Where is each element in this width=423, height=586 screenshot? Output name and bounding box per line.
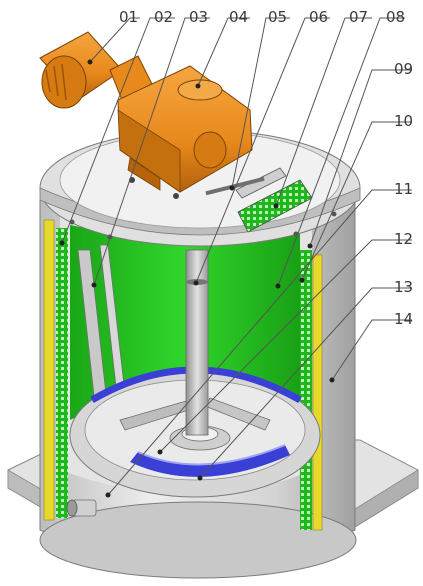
callout-12: 12 [394,230,413,248]
callout-02: 02 [154,8,173,26]
callout-07: 07 [349,8,368,26]
callout-05: 05 [268,8,287,26]
callout-11: 11 [394,180,413,198]
leader-lines [61,17,412,496]
callout-09: 09 [394,60,413,78]
leader-dots [59,59,335,498]
callout-01: 01 [119,8,138,26]
gear-motor [39,31,253,199]
callout-13: 13 [394,278,413,296]
callout-labels: 01 02 03 04 05 06 07 08 09 10 11 12 13 1… [119,8,413,328]
callout-06: 06 [309,8,328,26]
callout-08: 08 [386,8,405,26]
callout-04: 04 [229,8,248,26]
callout-14: 14 [394,310,413,328]
callout-03: 03 [189,8,208,26]
callout-10: 10 [394,112,413,130]
